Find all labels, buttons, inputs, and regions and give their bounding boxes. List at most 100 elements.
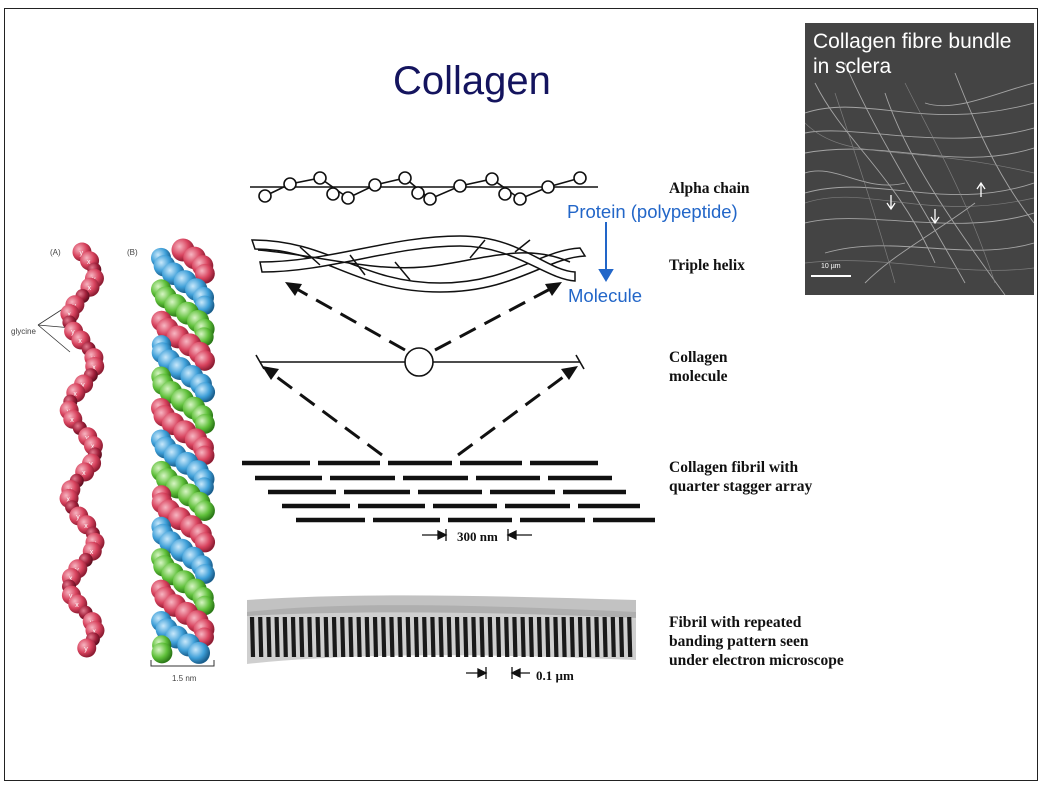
residue-mark: y (84, 646, 88, 653)
band-measure-label: 0.1 µm (536, 668, 574, 683)
fibril-band (569, 616, 575, 658)
triple-helix-label: Triple helix (669, 257, 745, 274)
glycine-label: glycine (11, 327, 36, 336)
fibril-band (471, 616, 477, 658)
banded-fibril-image (247, 595, 636, 664)
sem-micrograph: Collagen fibre bundle in sclera 10 µm (805, 23, 1034, 295)
residue-mark: y (80, 250, 84, 257)
micrograph-caption: Collagen fibre bundle in sclera (813, 30, 1012, 78)
fibril-band (553, 616, 559, 658)
alpha-chain-label: Alpha chain (669, 180, 750, 197)
fibre-texture (805, 23, 1034, 295)
molecule-label: Molecule (568, 285, 643, 306)
fibril-band (438, 616, 444, 658)
helix-panel-b (150, 238, 216, 664)
residue-mark: x (69, 576, 73, 583)
residue-mark: x (75, 602, 79, 609)
fibril-band (545, 616, 551, 658)
fibril-label-line2: quarter stagger array (669, 478, 813, 495)
residue-sphere (194, 595, 215, 616)
fibril-band (512, 616, 518, 658)
helix-scale-label: 1.5 nm (172, 674, 197, 683)
arrowheads (262, 282, 578, 380)
fibril-band (577, 616, 584, 658)
helix-scale-bracket (150, 660, 215, 667)
fibril-band (389, 616, 395, 658)
fibril-band (274, 616, 280, 658)
fibril-band (258, 616, 264, 658)
fibril-band (536, 616, 543, 658)
fibril-band (405, 616, 411, 658)
residue-mark: x (92, 628, 96, 635)
fibril-band (528, 616, 534, 658)
residue-sphere (194, 445, 215, 466)
residue-sphere (187, 641, 211, 664)
residue-mark: y (69, 593, 73, 600)
residue-mark: x (92, 364, 96, 371)
banding-label-line3: under electron microscope (669, 652, 844, 669)
residue-mark: y (85, 435, 89, 442)
fibril-band (446, 616, 452, 658)
fibril-band (495, 616, 502, 658)
residue-mark: y (89, 461, 93, 468)
banding-label-line1: Fibril with repeated (669, 614, 802, 631)
fibril-band (479, 616, 485, 658)
fibril-band (364, 616, 370, 658)
fibril-band (422, 616, 428, 658)
helix-panel-a: yxyxyxyxyxyxyxyxyxyxyxyxyxyxyxy (59, 242, 105, 658)
residue-mark: x (78, 338, 82, 345)
fibril-band (504, 616, 510, 658)
residue-sphere (194, 350, 215, 371)
fibril-band (356, 616, 362, 658)
residue-mark: x (73, 391, 77, 398)
fibril-band (315, 616, 321, 658)
residue-sphere (195, 413, 215, 434)
fibril-band (340, 616, 346, 658)
fibril-band (586, 616, 592, 658)
residue-mark: x (82, 470, 86, 477)
fibril-band (372, 616, 379, 658)
fibril-band (331, 616, 338, 658)
residue-mark: y (71, 329, 75, 336)
fibril-band (602, 616, 608, 658)
residue-mark: x (84, 523, 88, 530)
residue-mark: x (67, 312, 71, 319)
fibril-band (397, 616, 403, 658)
triple-helix-drawing (250, 235, 587, 293)
fibril-band (323, 616, 329, 658)
fibril-band (594, 616, 600, 658)
residue-mark: x (67, 496, 71, 503)
fibril-band (249, 616, 256, 658)
residue-mark: y (81, 382, 85, 389)
fibril-band (610, 616, 616, 658)
fibril-band (618, 616, 625, 658)
fibril-band (487, 616, 493, 658)
stagger-array (242, 460, 655, 523)
fibril-band (381, 616, 387, 658)
collagen-molecule-drawing (255, 347, 585, 377)
alpha-chain-drawing (250, 171, 598, 206)
residue-sphere (194, 500, 215, 521)
fibril-band (413, 616, 420, 658)
residue-sphere (194, 532, 216, 553)
panel-a-label: (A) (50, 248, 61, 257)
protein-label: Protein (polypeptide) (567, 201, 738, 222)
fibril-band (430, 616, 436, 658)
expansion-arrows (269, 286, 571, 457)
residue-sphere (195, 263, 215, 284)
fibril-band (299, 616, 305, 658)
fibril-band (307, 616, 313, 658)
residue-sphere (77, 638, 97, 658)
protein-to-molecule-arrow (598, 222, 614, 282)
residue-mark: x (91, 444, 95, 451)
fibril-band (348, 616, 354, 658)
band-measure-arrows (466, 667, 530, 679)
residue-sphere (151, 642, 173, 664)
slide-title: Collagen (393, 59, 551, 103)
fibril-band (627, 616, 633, 658)
collagen-molecule-label-line2: molecule (669, 368, 728, 385)
residue-mark: x (90, 549, 94, 556)
collagen-molecule-label-line1: Collagen (669, 349, 728, 366)
residue-mark: x (70, 417, 74, 424)
